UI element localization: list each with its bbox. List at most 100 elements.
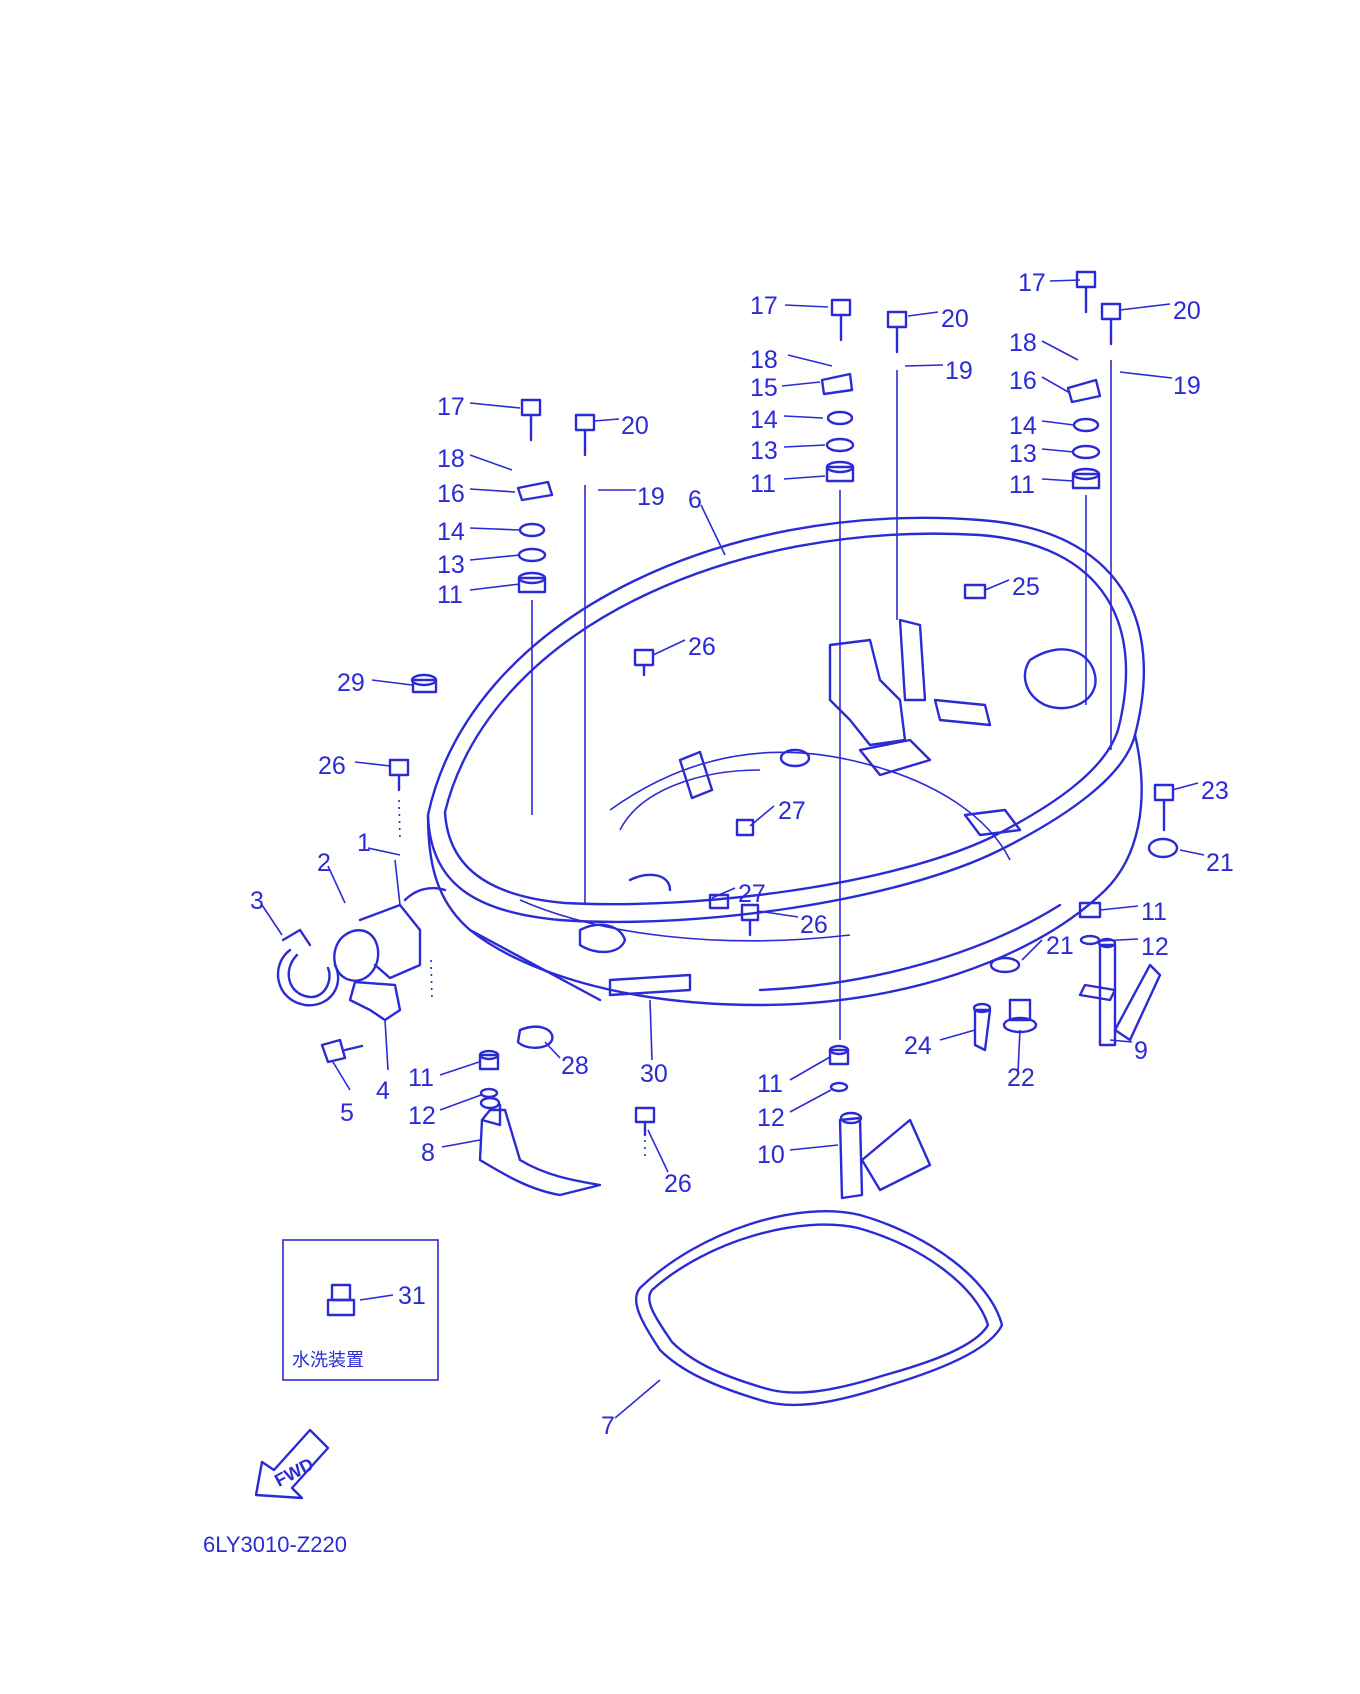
callout-leader — [544, 1041, 561, 1059]
callout-number: 2 — [317, 849, 331, 877]
callout-number: 20 — [941, 305, 969, 333]
stack-middle-parts — [820, 298, 908, 1040]
callout-leader — [367, 847, 401, 856]
callout-leader — [1171, 782, 1199, 791]
callout-number: 1 — [357, 829, 371, 857]
callout-leader — [469, 454, 513, 471]
callout-number: 16 — [437, 480, 465, 508]
callout-number: 19 — [945, 357, 973, 385]
callout-number: 11 — [1141, 898, 1167, 926]
callout-leader — [1049, 279, 1081, 282]
callout-number: 18 — [437, 445, 465, 473]
callout-number: 17 — [437, 393, 465, 421]
part-7-seal — [634, 1209, 1004, 1407]
callout-leader — [439, 1094, 482, 1111]
misc-small-parts — [388, 583, 1179, 1160]
callout-number: 27 — [778, 797, 806, 825]
inset-box-31: 31 水洗装置 — [282, 1239, 439, 1381]
callout-number: 30 — [640, 1060, 668, 1088]
callout-leader — [789, 1144, 839, 1151]
callout-leader — [700, 504, 726, 556]
callout-number: 26 — [664, 1170, 692, 1198]
callout-number: 12 — [1141, 933, 1169, 961]
callout-leader — [783, 415, 824, 419]
callout-leader — [1041, 340, 1079, 361]
callout-number: 8 — [421, 1139, 435, 1167]
callout-number: 14 — [750, 406, 778, 434]
callout-number: 15 — [750, 374, 778, 402]
callout-number: 26 — [318, 752, 346, 780]
callout-number: 10 — [757, 1141, 785, 1169]
callout-leader — [1119, 303, 1171, 311]
bottom-cowling — [426, 516, 1145, 1007]
callout-number: 11 — [1009, 471, 1035, 499]
callout-leader — [783, 444, 826, 448]
callout-leader — [469, 488, 516, 493]
callout-number: 4 — [376, 1077, 390, 1105]
callout-leader — [711, 887, 736, 899]
callout-leader — [1021, 939, 1043, 961]
callout-number: 12 — [757, 1104, 785, 1132]
callout-number: 21 — [1046, 932, 1074, 960]
callout-leader — [789, 1089, 832, 1113]
callout-number: 17 — [1018, 269, 1046, 297]
callout-number: 14 — [437, 518, 465, 546]
callout-number: 17 — [750, 292, 778, 320]
callout-number: 19 — [1173, 372, 1201, 400]
callout-leader — [1179, 849, 1205, 856]
callout-leader — [789, 1056, 831, 1081]
callout-number: 6 — [688, 486, 702, 514]
callout-leader — [1119, 371, 1173, 379]
callout-number: 23 — [1201, 777, 1229, 805]
callout-number: 14 — [1009, 412, 1037, 440]
callout-number: 20 — [621, 412, 649, 440]
callout-number: 11 — [750, 470, 776, 498]
part-8-lever — [478, 1096, 602, 1197]
callout-number: 29 — [337, 669, 365, 697]
callout-number: 18 — [750, 346, 778, 374]
callout-number: 13 — [437, 551, 465, 579]
callout-number: 9 — [1134, 1037, 1148, 1065]
callout-leader — [1041, 448, 1075, 453]
callout-number: 12 — [408, 1102, 436, 1130]
callout-leader — [1017, 1029, 1021, 1073]
callout-number: 28 — [561, 1052, 589, 1080]
diagram-code: 6LY3010-Z220 — [203, 1532, 347, 1557]
callout-number: 27 — [738, 880, 766, 908]
inset-part-number: 31 — [398, 1282, 426, 1310]
callout-number: 22 — [1007, 1064, 1035, 1092]
callout-leader — [1041, 478, 1075, 482]
callout-leader — [781, 381, 821, 387]
callout-leader — [593, 418, 620, 422]
callout-leader — [984, 579, 1010, 591]
callout-leader — [1099, 938, 1139, 942]
callout-leader — [1099, 905, 1139, 911]
callout-leader — [939, 1029, 976, 1041]
callout-number: 26 — [688, 633, 716, 661]
callout-leader — [757, 910, 799, 918]
callout-number: 13 — [1009, 440, 1037, 468]
callout-number: 20 — [1173, 297, 1201, 325]
callout-leader — [354, 761, 391, 767]
part-10-lever — [838, 1111, 932, 1200]
callout-leader — [384, 1019, 389, 1071]
callout-leader — [614, 1379, 661, 1419]
callout-number: 11 — [437, 581, 463, 609]
callout-leader — [904, 364, 944, 367]
callout-leader — [907, 311, 939, 317]
stack-right-parts — [1066, 270, 1122, 750]
callout-leader — [647, 1129, 669, 1173]
callout-leader — [469, 583, 521, 591]
callout-number: 5 — [340, 1099, 354, 1127]
callout-number: 25 — [1012, 573, 1040, 601]
inset-caption: 水洗装置 — [292, 1350, 364, 1370]
callout-number: 3 — [250, 887, 264, 915]
callout-number: 11 — [408, 1064, 434, 1092]
callout-leader — [649, 999, 653, 1061]
callout-number: 7 — [601, 1412, 615, 1440]
callout-number: 11 — [757, 1070, 783, 1098]
callout-leader — [652, 639, 686, 656]
callout-leader — [469, 554, 521, 561]
